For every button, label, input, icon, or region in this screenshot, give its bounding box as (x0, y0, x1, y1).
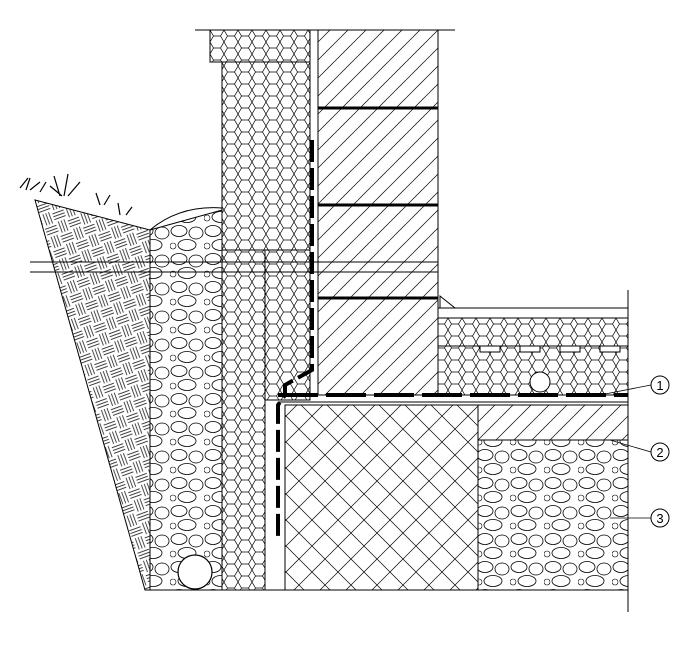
callout-number: 1 (656, 378, 663, 393)
backfill-soil (34, 199, 151, 591)
callout-number: 3 (656, 511, 663, 526)
floor-drain-pipe (529, 371, 551, 393)
waterproofing-membrane (276, 140, 314, 540)
wall-insulation (221, 61, 311, 251)
callout-3: 3 (610, 508, 670, 528)
foundation-footing (284, 404, 479, 591)
insulation-cap (209, 29, 311, 63)
callout-1: 1 (599, 375, 670, 396)
callout-2: 2 (609, 439, 670, 462)
plants-icon (19, 173, 133, 216)
drain-pipe (177, 554, 213, 590)
lean-concrete (477, 404, 629, 441)
masonry-wall (317, 29, 439, 396)
drainage-gravel (149, 209, 223, 591)
insulation-outer (221, 249, 266, 591)
callout-number: 2 (656, 445, 663, 460)
floor-insulation (437, 317, 629, 347)
subgrade-gravel (477, 439, 629, 591)
